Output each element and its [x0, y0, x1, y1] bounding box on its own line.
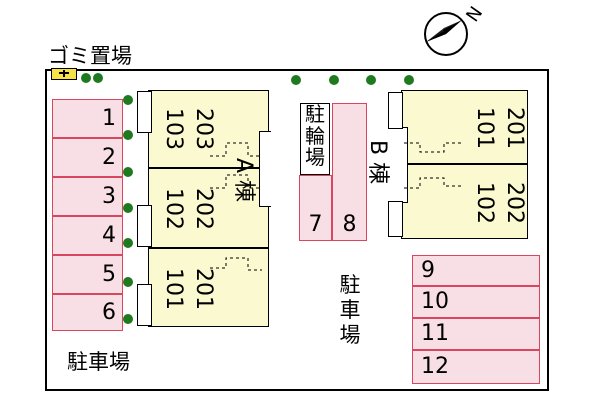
tree-icon [123, 277, 133, 287]
bicycle-slot: 7 [299, 175, 332, 241]
building-a-unit-row-top [148, 90, 269, 168]
tree-icon [366, 75, 376, 85]
parking-slot: 9 [412, 255, 540, 286]
building-b-unit-row-top [401, 90, 528, 164]
building-b-entrance [388, 92, 403, 129]
building-a-entrance [137, 284, 152, 326]
tree-icon [123, 167, 133, 177]
parking-slot: 6 [52, 294, 123, 331]
tree-icon [123, 130, 133, 140]
parking-slot: 2 [52, 138, 123, 177]
bicycle-slot: 8 [332, 103, 367, 241]
building-a-entrance [137, 91, 152, 133]
parking-slot: 4 [52, 216, 123, 255]
tree-icon [123, 314, 133, 324]
building-b-entrance [388, 201, 403, 237]
parking-slot: 5 [52, 255, 123, 294]
garbage-area-label: ゴミ置場 [48, 44, 132, 68]
parking-slot: 1 [52, 99, 123, 138]
parking-slot: 3 [52, 177, 123, 216]
tree-icon [123, 238, 133, 248]
tree-icon [81, 73, 91, 83]
compass-icon [424, 12, 468, 56]
bicycle-parking-label-box [300, 103, 330, 175]
building-a-entrance [137, 205, 152, 247]
garbage-box-icon [51, 68, 77, 80]
building-a-corridor-notch [259, 131, 271, 207]
parking-slot: 10 [412, 286, 540, 318]
parking-slot: 12 [412, 350, 540, 384]
tree-icon [404, 75, 414, 85]
tree-icon [123, 203, 133, 213]
tree-icon [291, 75, 301, 85]
parking-center-label: 駐 車 場 [339, 273, 361, 347]
parking-left-label: 駐車場 [67, 350, 130, 374]
bicycle-parking-label: 駐 輪 場 [305, 102, 325, 170]
tree-icon [329, 75, 339, 85]
parking-slot: 11 [412, 318, 540, 350]
tree-icon [93, 73, 103, 83]
tree-icon [123, 95, 133, 105]
